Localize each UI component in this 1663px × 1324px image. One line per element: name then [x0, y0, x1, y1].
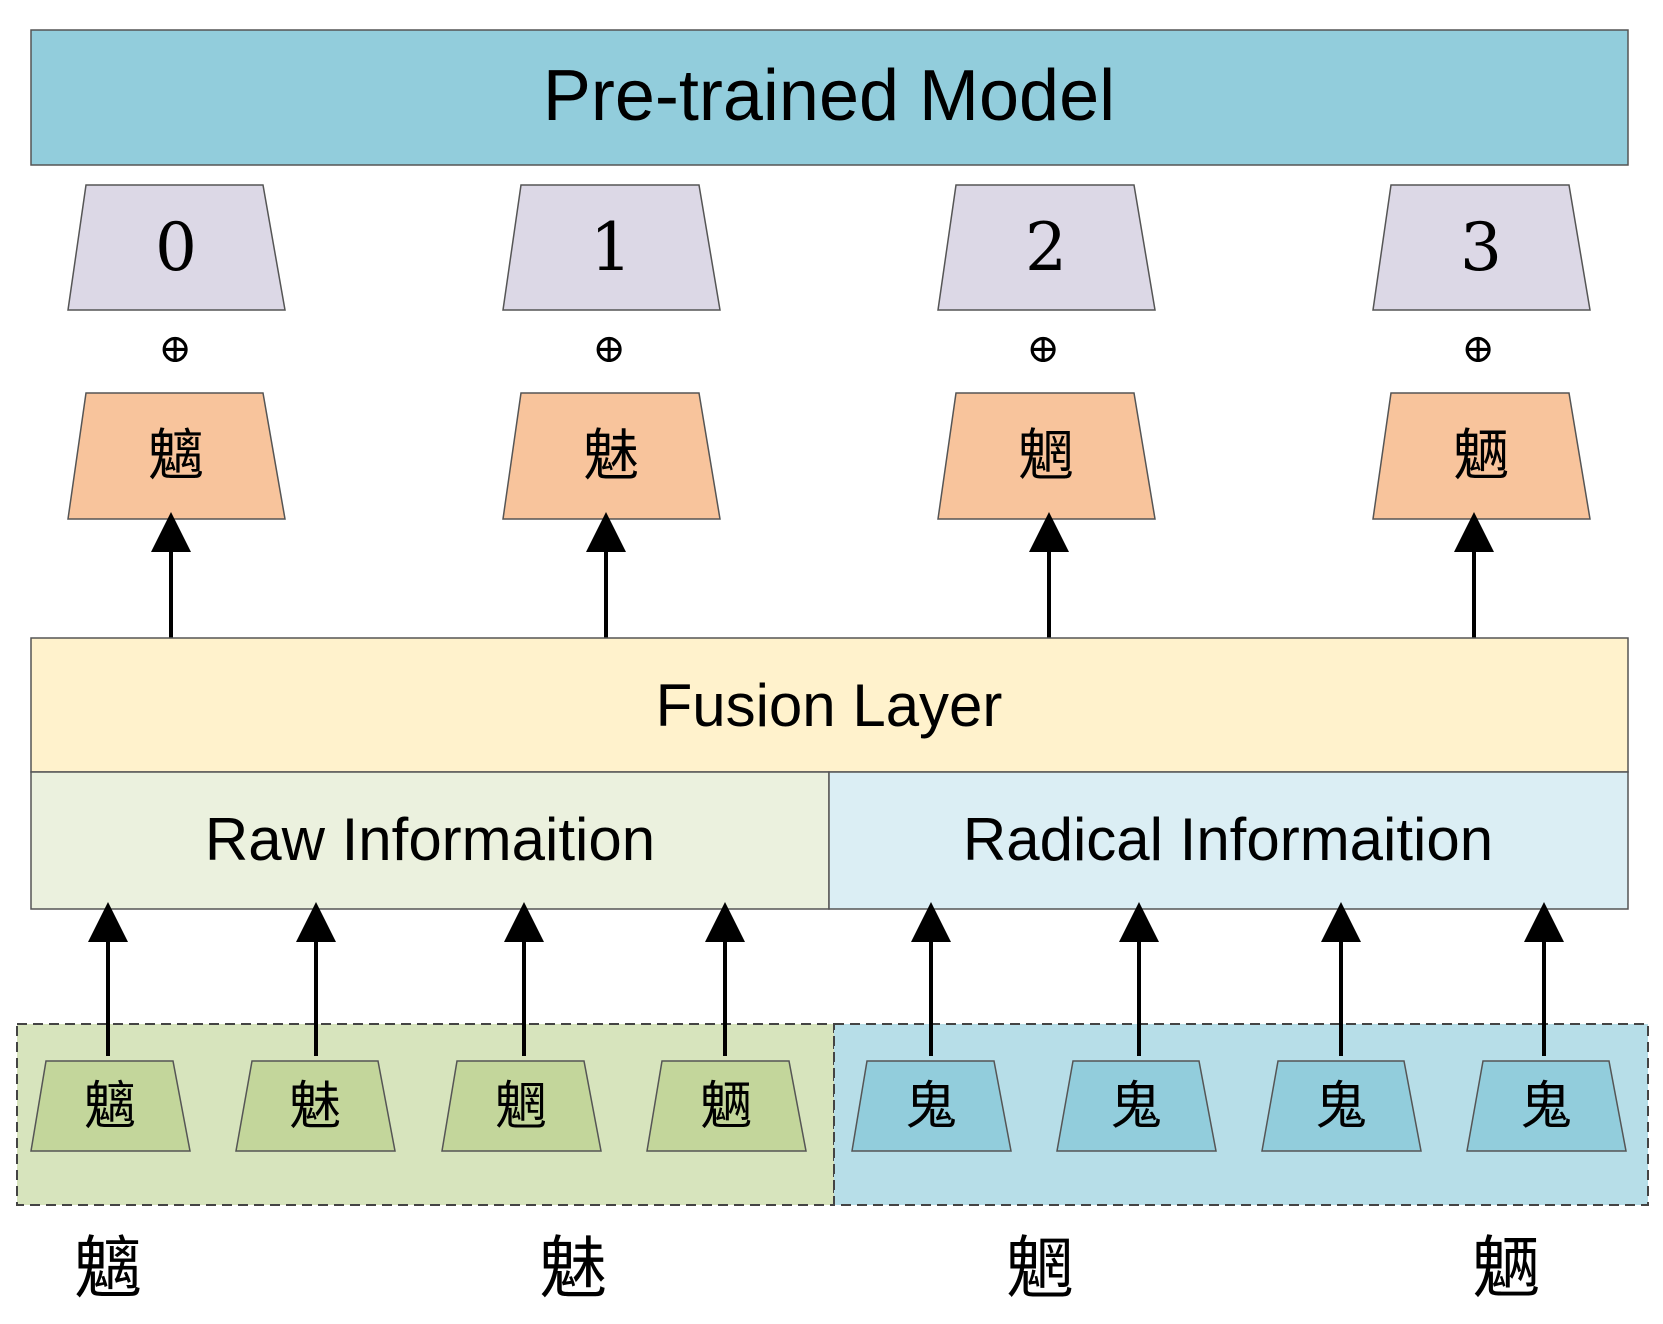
input-char-1: 魅 [539, 1230, 607, 1309]
radical-token-char-2: 鬼 [1315, 1077, 1367, 1137]
fused-char-3: 魉 [1453, 424, 1509, 489]
fused-box-1 [502, 392, 721, 520]
raw-token-box-2 [441, 1060, 602, 1152]
radical-token-char-3: 鬼 [1520, 1077, 1572, 1137]
lower-arrows [88, 902, 1564, 1056]
fused-char-0: 魑 [148, 424, 204, 489]
plus-icon: ⊕ [1461, 326, 1495, 372]
fusion-layer-box [30, 637, 1629, 773]
raw-token-char-3: 魉 [700, 1077, 752, 1137]
position-box-1 [502, 184, 721, 311]
plus-icon: ⊕ [158, 326, 192, 372]
raw-token-box-1 [235, 1060, 396, 1152]
pretrained-model-label: Pre-trained Model [543, 56, 1115, 136]
fused-embeddings: 魑 魅 魍 魉 [67, 392, 1591, 520]
radical-info-label: Radical Informaition [963, 806, 1493, 873]
position-box-3 [1372, 184, 1591, 311]
radical-token-char-1: 鬼 [1110, 1077, 1162, 1137]
input-char-0: 魑 [74, 1230, 142, 1309]
position-label-1: 1 [590, 209, 632, 286]
raw-info-box [30, 771, 830, 910]
raw-info-label: Raw Informaition [205, 806, 655, 873]
fused-box-0 [67, 392, 286, 520]
radical-token-char-0: 鬼 [905, 1077, 957, 1137]
raw-tokens: 魑 魅 魍 魉 [30, 1060, 807, 1152]
radical-tokens: 鬼 鬼 鬼 鬼 [851, 1060, 1627, 1152]
raw-token-char-1: 魅 [289, 1077, 341, 1137]
raw-token-box-3 [646, 1060, 807, 1152]
position-embeddings: 0 1 2 3 [67, 184, 1591, 311]
radical-token-box-1 [1056, 1060, 1217, 1152]
radical-token-box-0 [851, 1060, 1012, 1152]
position-label-3: 3 [1460, 209, 1502, 286]
fused-box-3 [1372, 392, 1591, 520]
add-operators: ⊕ ⊕ ⊕ ⊕ [158, 326, 1495, 372]
raw-token-char-2: 魍 [495, 1077, 547, 1137]
position-label-0: 0 [155, 209, 197, 286]
plus-icon: ⊕ [1026, 326, 1060, 372]
fused-char-1: 魅 [583, 424, 639, 489]
position-label-2: 2 [1025, 209, 1067, 286]
fused-box-2 [937, 392, 1156, 520]
input-char-2: 魍 [1006, 1230, 1074, 1309]
radical-token-box-2 [1261, 1060, 1422, 1152]
upper-arrows [151, 512, 1494, 638]
pretrained-model-box [30, 29, 1629, 166]
position-box-0 [67, 184, 286, 311]
position-box-2 [937, 184, 1156, 311]
radical-info-box [828, 771, 1629, 910]
fused-char-2: 魍 [1018, 424, 1074, 489]
input-char-3: 魉 [1472, 1230, 1540, 1309]
plus-icon: ⊕ [592, 326, 626, 372]
radical-token-box-3 [1466, 1060, 1627, 1152]
raw-token-char-0: 魑 [84, 1077, 136, 1137]
input-characters: 魑 魅 魍 魉 [74, 1230, 1540, 1309]
fusion-layer-label: Fusion Layer [656, 672, 1003, 739]
raw-token-box-0 [30, 1060, 191, 1152]
